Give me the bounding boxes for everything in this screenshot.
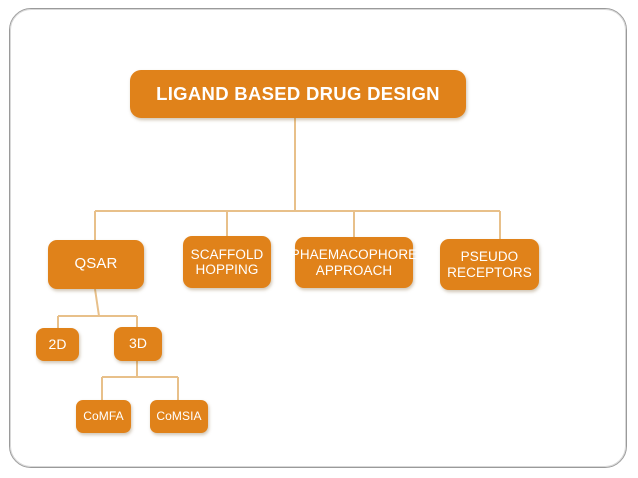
node-3d[interactable]: 3D [114,327,162,361]
node-scaffold-hopping[interactable]: SCAFFOLD HOPPING [183,236,271,288]
node-qsar[interactable]: QSAR [48,240,144,289]
node-phaemacophore-approach[interactable]: PHAEMACOPHORE APPROACH [291,237,417,288]
node-comsia[interactable]: CoMSIA [150,400,208,433]
node-ligand-based-drug-design[interactable]: LIGAND BASED DRUG DESIGN [130,70,466,118]
node-2d[interactable]: 2D [36,328,79,361]
node-comfa[interactable]: CoMFA [76,400,131,433]
connector-qsar-stem [94,288,100,317]
node-pseudo-receptors[interactable]: PSEUDO RECEPTORS [440,239,539,290]
